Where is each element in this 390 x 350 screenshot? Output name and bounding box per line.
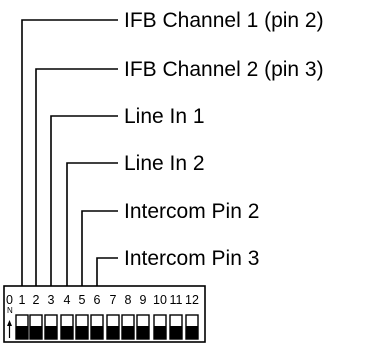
callout-line-in-1: Line In 1 bbox=[124, 105, 205, 128]
leader-lines bbox=[21, 19, 118, 286]
switch-number: 10 bbox=[153, 293, 167, 307]
switch-number: 6 bbox=[94, 293, 101, 307]
switch-actuator bbox=[61, 326, 73, 339]
switch-actuator bbox=[122, 326, 134, 339]
callout-line-in-2: Line In 2 bbox=[124, 152, 205, 175]
leader-line-line-in-1 bbox=[50, 115, 118, 286]
switch-actuator bbox=[16, 326, 28, 339]
switch-actuator bbox=[30, 326, 42, 339]
leader-line-line-in-2 bbox=[66, 162, 118, 286]
switch-number: 1 bbox=[19, 293, 26, 307]
switch-numbers: 1 2 3 4 5 6 7 8 9 10 11 12 bbox=[19, 293, 199, 307]
switch-number: 3 bbox=[48, 293, 55, 307]
switch-actuator bbox=[45, 326, 57, 339]
switch-off-mark: 0 bbox=[6, 293, 13, 307]
switch-number: 8 bbox=[125, 293, 132, 307]
switch-actuators bbox=[16, 326, 198, 339]
switch-actuator bbox=[137, 326, 149, 339]
callout-intercom-pin-2: Intercom Pin 2 bbox=[124, 200, 259, 223]
switch-actuator bbox=[186, 326, 198, 339]
switch-actuator bbox=[170, 326, 182, 339]
leader-line-intercom-pin-2 bbox=[81, 210, 118, 286]
switch-on-mark: N bbox=[7, 306, 13, 315]
leader-line-intercom-pin-3 bbox=[96, 257, 118, 286]
switch-actuator bbox=[107, 326, 119, 339]
callout-ifb-channel-2: IFB Channel 2 (pin 3) bbox=[124, 58, 324, 81]
switch-on-arrowhead-icon bbox=[7, 320, 12, 326]
callout-ifb-channel-1: IFB Channel 1 (pin 2) bbox=[124, 9, 324, 32]
switch-actuator bbox=[154, 326, 166, 339]
switch-number: 11 bbox=[170, 293, 183, 307]
callout-intercom-pin-3: Intercom Pin 3 bbox=[124, 247, 259, 270]
switch-number: 4 bbox=[64, 293, 71, 307]
switch-number: 2 bbox=[33, 293, 40, 307]
switch-number: 7 bbox=[110, 293, 117, 307]
switch-number: 9 bbox=[140, 293, 147, 307]
switch-number: 5 bbox=[79, 293, 86, 307]
callout-labels: IFB Channel 1 (pin 2) IFB Channel 2 (pin… bbox=[124, 9, 324, 270]
switch-actuator bbox=[91, 326, 103, 339]
switch-actuator bbox=[76, 326, 88, 339]
leader-line-ifb-channel-1 bbox=[21, 19, 118, 286]
leader-line-ifb-channel-2 bbox=[35, 68, 118, 286]
dip-switch-icon: 0 N 1 2 3 4 5 6 7 8 9 10 11 12 bbox=[3, 285, 206, 343]
switch-number: 12 bbox=[185, 293, 199, 307]
